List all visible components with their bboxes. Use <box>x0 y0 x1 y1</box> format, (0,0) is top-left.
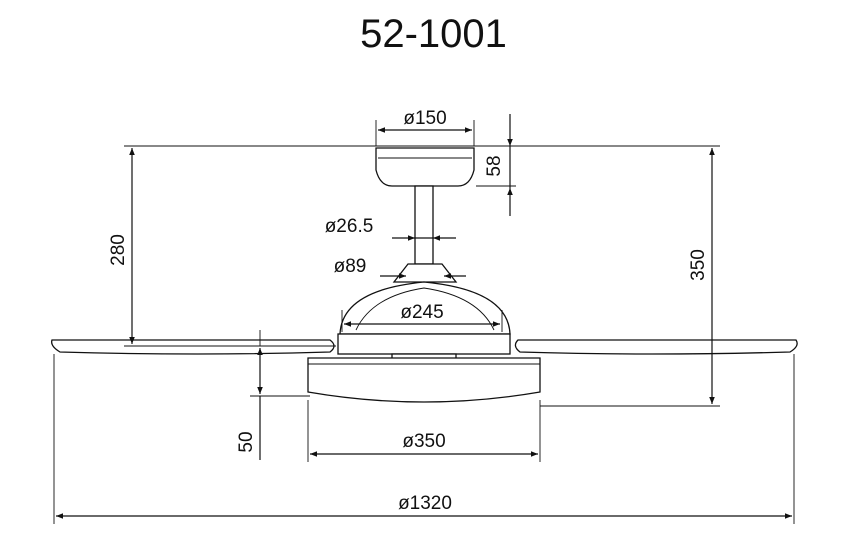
label-downrod-diameter: ø26.5 <box>325 216 374 237</box>
dimension-lines <box>56 114 792 519</box>
motor-body <box>337 333 511 355</box>
light-kit <box>307 357 541 403</box>
label-overall-height: 350 <box>688 249 709 281</box>
motor-housing <box>339 281 511 335</box>
label-light-diameter: ø350 <box>402 431 445 452</box>
extension-lines <box>53 120 795 524</box>
downrod <box>414 185 434 265</box>
left-blade <box>51 339 335 355</box>
fan-outline <box>51 147 798 403</box>
label-coupler-diameter: ø89 <box>334 256 367 277</box>
canopy <box>375 147 475 187</box>
model-title: 52-1001 <box>360 12 507 56</box>
label-ceiling-to-blade: 280 <box>108 234 129 266</box>
coupler <box>392 263 458 283</box>
right-blade <box>514 339 798 355</box>
label-light-height: 50 <box>236 431 257 452</box>
label-motor-diameter: ø245 <box>400 302 443 323</box>
label-blade-span: ø1320 <box>398 493 452 514</box>
label-canopy-diameter: ø150 <box>403 108 446 129</box>
label-canopy-height: 58 <box>484 155 505 176</box>
